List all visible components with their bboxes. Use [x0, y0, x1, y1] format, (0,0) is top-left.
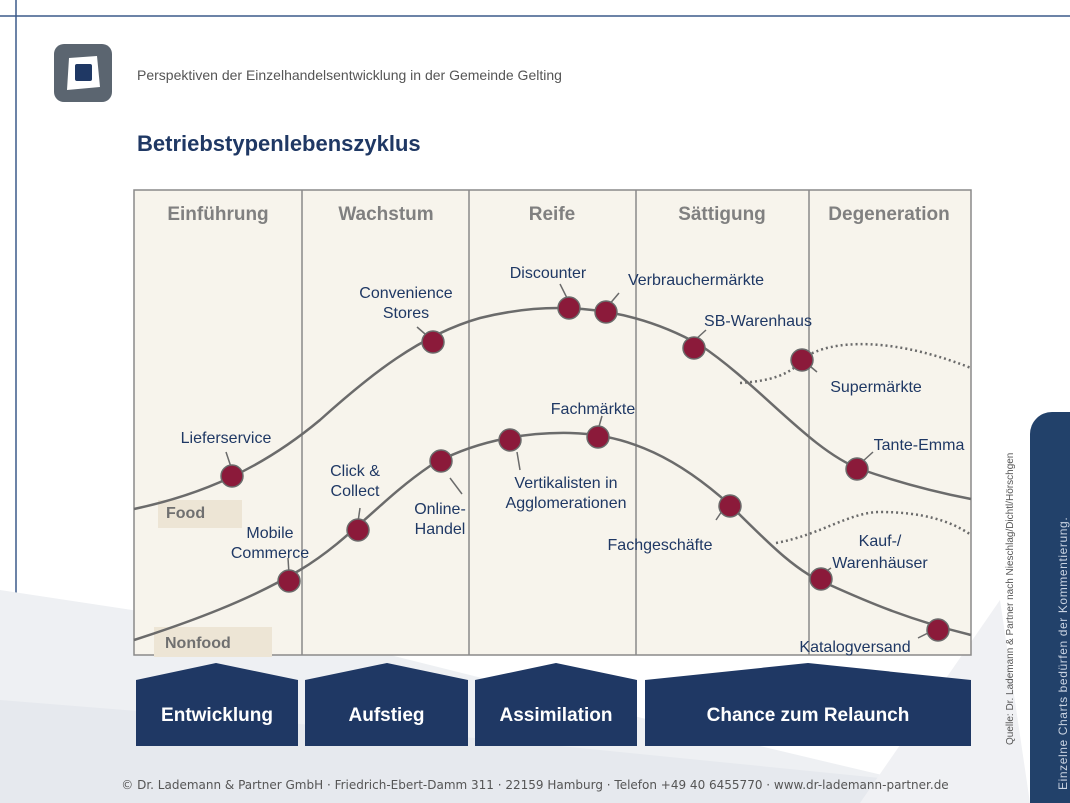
point-label: Supermärkte [830, 379, 922, 396]
nonfood-dot-katalogversand [926, 618, 950, 642]
sidebar-note: Einzelne Charts bedürfen der Kommentieru… [1056, 516, 1070, 790]
supermarkt-relaunch-curve [739, 342, 972, 385]
point-label: Verbrauchermärkte [628, 272, 764, 289]
point-label: Online-Handel [414, 501, 466, 538]
food-dot-lieferservice [220, 464, 244, 488]
nonfood-dot-mobile-commerce [277, 569, 301, 593]
page-subtitle: Perspektiven der Einzelhandelsentwicklun… [137, 67, 562, 83]
phase-label-assimilation: Assimilation [499, 705, 613, 726]
phase-shape-entwicklung [136, 663, 298, 746]
phase-label-entwicklung: Entwicklung [161, 705, 273, 726]
phase-label-aufstieg: Aufstieg [348, 705, 425, 726]
nonfood-dot-fachmaerkte [586, 425, 610, 449]
warenhaus-relaunch-curve [775, 510, 972, 545]
food-dot-verbrauchermaerkte [594, 300, 618, 324]
food-series-label: Food [166, 505, 205, 522]
stage-label: Degeneration [828, 204, 949, 225]
phase-label-relaunch: Chance zum Relaunch [706, 705, 910, 726]
stage-label: Reife [529, 204, 575, 225]
nonfood-dot-kaufhaeuser [809, 567, 833, 591]
stage-label: Wachstum [338, 204, 433, 225]
source-note: Quelle: Dr. Lademann & Partner nach Nies… [1005, 452, 1016, 745]
sidebar-band [1030, 412, 1070, 803]
point-label: Lieferservice [181, 430, 272, 447]
logo-icon [54, 44, 112, 102]
food-dot-sb-warenhaus [682, 336, 706, 360]
nonfood-series-label: Nonfood [165, 635, 231, 652]
food-dot-discounter [557, 296, 581, 320]
food-label-bg [158, 500, 242, 528]
point-label: Katalogversand [799, 639, 910, 656]
nonfood-dot-fachgeschaefte [718, 494, 742, 518]
stage-label: Sättigung [678, 204, 766, 225]
footer: © Dr. Lademann & Partner GmbH · Friedric… [121, 778, 949, 792]
phase-shape-assimilation [475, 663, 637, 746]
diagram-frame [133, 189, 972, 656]
point-label: Fachmärkte [551, 401, 636, 418]
food-dot-convenience [421, 330, 445, 354]
point-label: SB-Warenhaus [704, 313, 812, 330]
page-title: Betriebstypenlebenszyklus [137, 131, 421, 156]
point-label: Discounter [510, 265, 587, 282]
phase-shape-aufstieg [305, 663, 468, 746]
stage-label: Einführung [167, 204, 268, 225]
point-label: Tante-Emma [874, 437, 965, 454]
point-label: Fachgeschäfte [608, 537, 713, 554]
nonfood-label-bg [154, 627, 272, 657]
point-label: Kauf-/Warenhäuser [832, 533, 928, 572]
food-dot-tante-emma [845, 457, 869, 481]
food-dot-supermaerkte [790, 348, 814, 372]
phase-shape-relaunch [645, 663, 971, 746]
nonfood-dot-vertikalisten [498, 428, 522, 452]
point-label: Click &Collect [330, 463, 380, 500]
nonfood-dot-online-handel [429, 449, 453, 473]
nonfood-dot-click-collect [346, 518, 370, 542]
